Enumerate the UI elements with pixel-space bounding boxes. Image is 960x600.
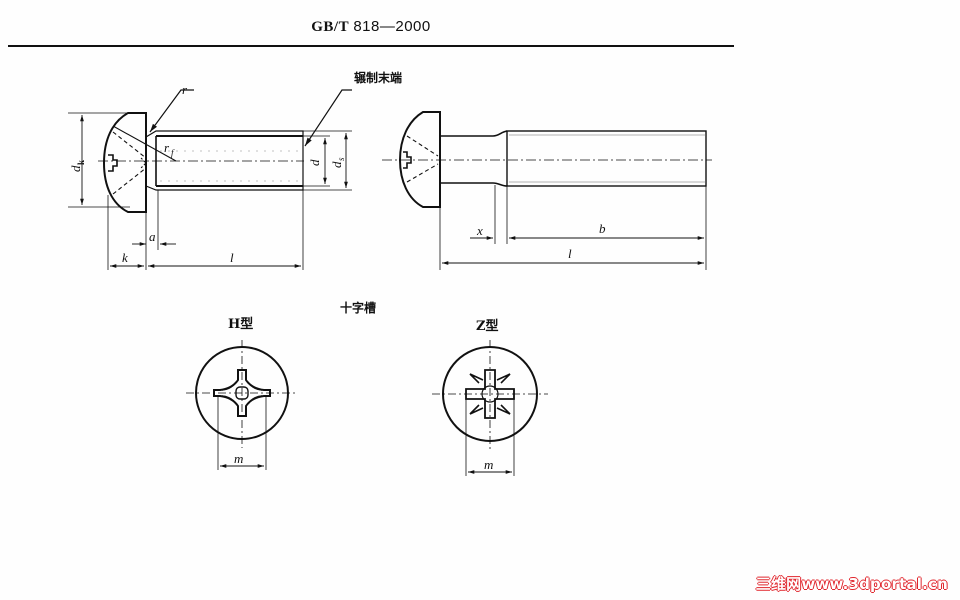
label-dk: d k <box>68 160 86 172</box>
recess-type-h: H型 <box>228 316 253 332</box>
label-a: a <box>149 229 156 244</box>
label-l-left: l <box>230 250 234 265</box>
svg-text:d: d <box>307 159 322 166</box>
standard-number: 818—2000 <box>353 18 431 35</box>
screw-side-view-right <box>382 111 712 270</box>
label-x: x <box>476 223 483 238</box>
svg-text:k: k <box>76 160 86 165</box>
label-ds: d s <box>329 157 346 168</box>
svg-text:r: r <box>164 140 170 155</box>
standard-title: GB/T 818—2000 <box>0 18 742 36</box>
label-rf: r f <box>164 140 175 158</box>
label-b: b <box>599 221 606 236</box>
recess-type-z: Z型 <box>476 318 499 334</box>
recess-title: 十字槽 <box>340 300 376 315</box>
svg-text:d: d <box>329 161 344 168</box>
recess-h-type <box>186 340 298 470</box>
svg-text:d: d <box>68 165 83 172</box>
callout-rolled-end: 辗制末端 <box>354 70 402 85</box>
label-r: r <box>182 82 188 97</box>
screw-side-view-left <box>68 89 352 270</box>
svg-text:s: s <box>336 157 346 161</box>
label-d: d <box>307 159 322 166</box>
recess-z-type <box>432 340 548 476</box>
label-m-h: m <box>234 451 243 466</box>
header-rule <box>8 45 734 47</box>
label-m-z: m <box>484 457 493 472</box>
standard-prefix: GB/T <box>311 19 350 35</box>
svg-text:f: f <box>171 148 175 158</box>
label-k: k <box>122 250 128 265</box>
label-l-right: l <box>568 246 572 261</box>
watermark: 三维网www.3dportal.cn <box>755 575 948 593</box>
